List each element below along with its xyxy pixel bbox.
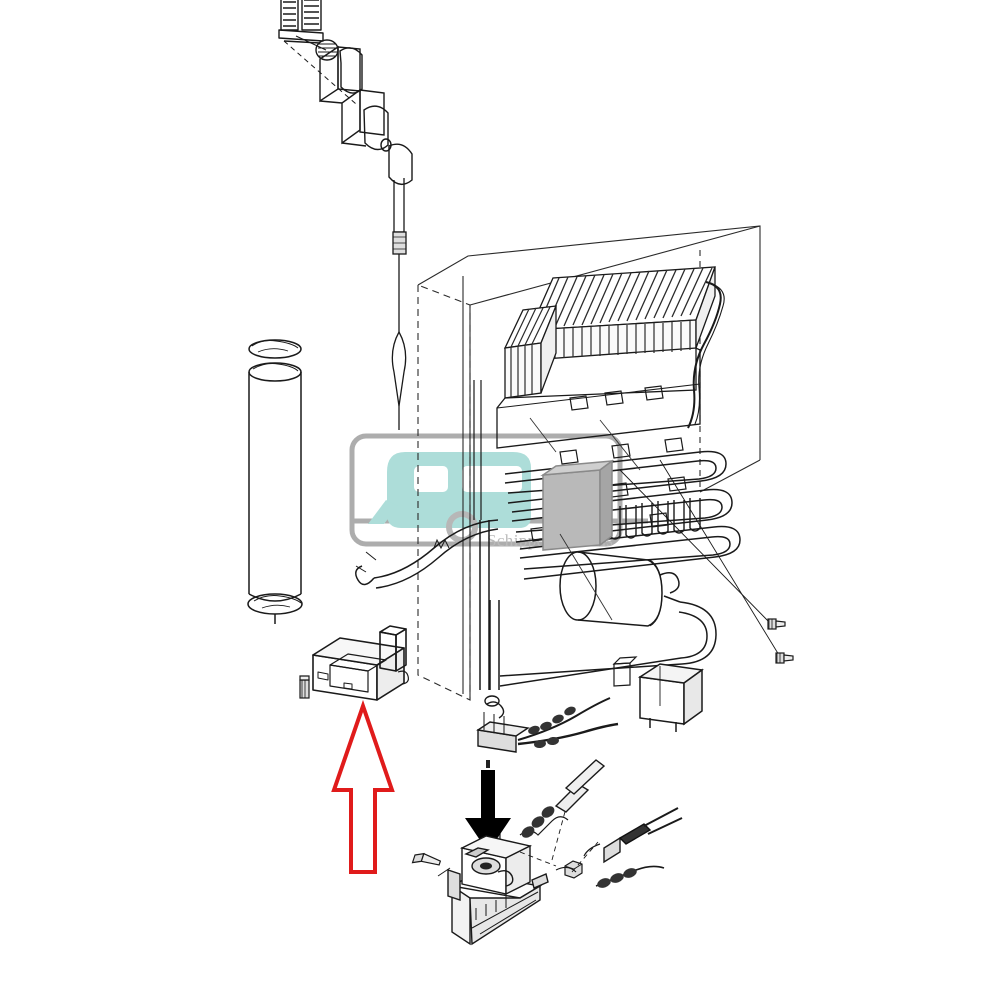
gas-jet-nozzle (519, 759, 606, 838)
flue-baffle-top (278, 0, 324, 44)
flue-tube-cylinder (247, 339, 303, 624)
cooling-unit-condenser (496, 266, 716, 449)
gas-pipe-union (283, 35, 413, 185)
absorber-vessel (559, 551, 681, 627)
black-callout-arrow (465, 770, 511, 852)
evaporator-coil (504, 281, 741, 580)
burner-assembly (447, 835, 542, 946)
leader-lines (529, 417, 641, 621)
red-callout-arrow (331, 699, 395, 874)
gas-connection-block (476, 695, 619, 768)
mounting-bracket-housing (312, 625, 409, 701)
lower-pipework (355, 380, 717, 690)
caravan-silhouette-logo (368, 452, 531, 528)
thermocouple-lead (391, 178, 407, 430)
electronics-box (637, 663, 704, 732)
igniter-electrode (519, 807, 683, 889)
fixing-screws (299, 459, 794, 879)
